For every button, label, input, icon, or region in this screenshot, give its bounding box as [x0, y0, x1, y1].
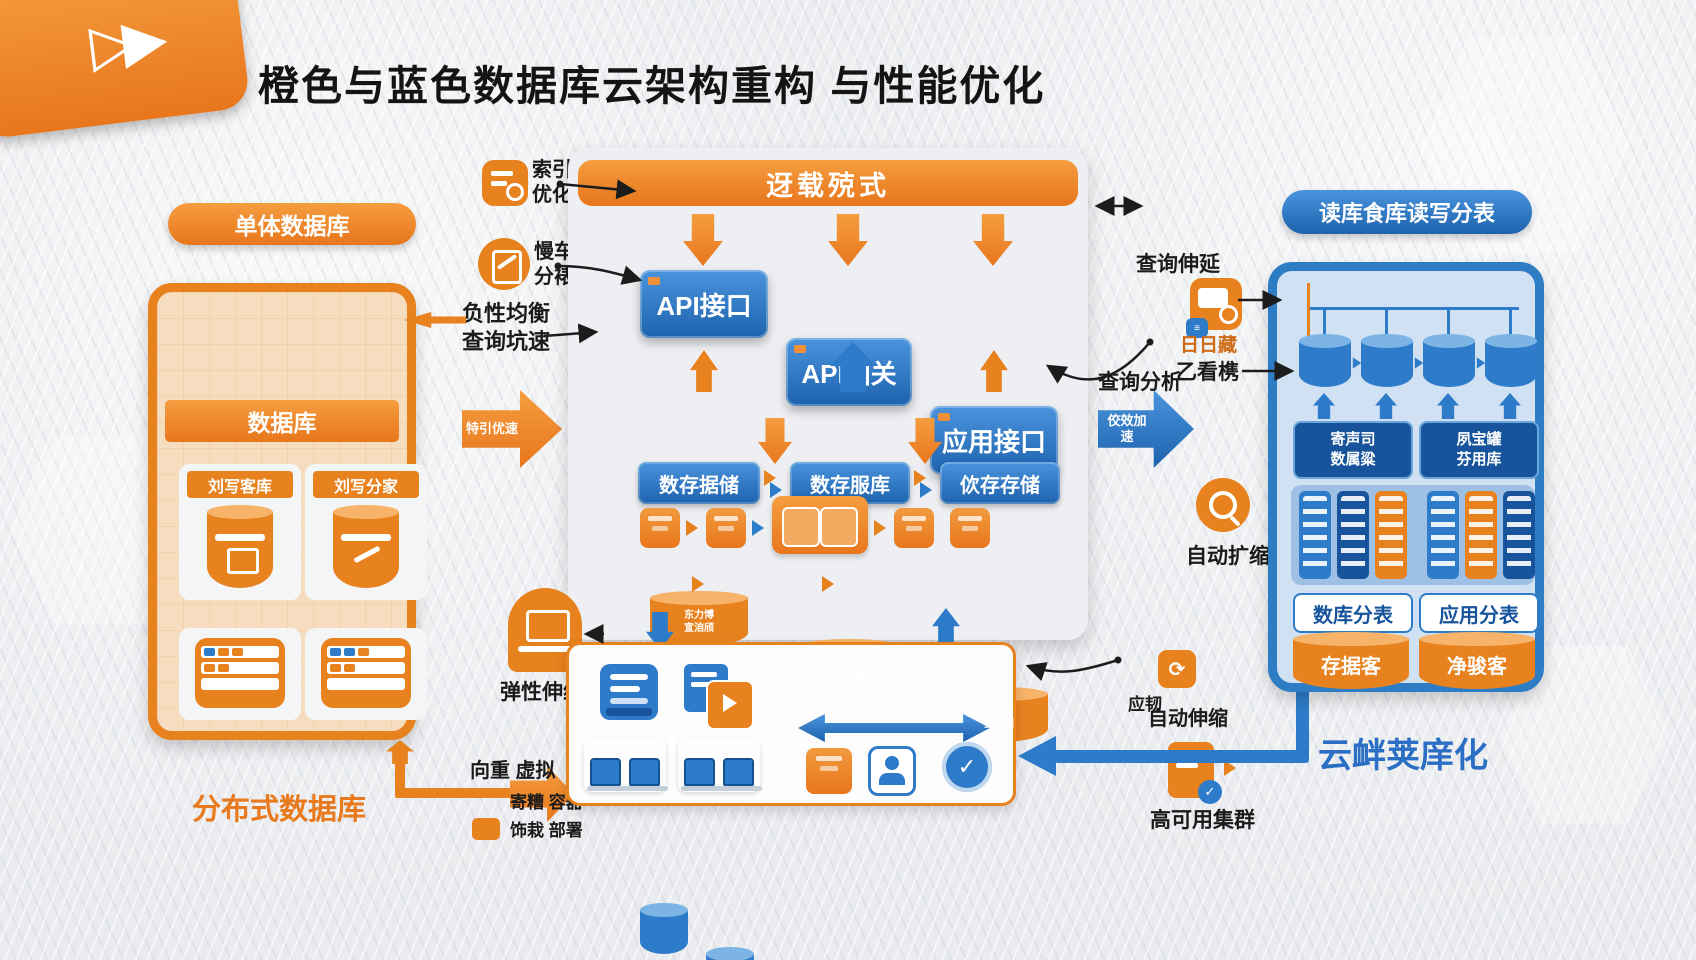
- rack-box-2: [305, 628, 427, 720]
- app-split-box: 应用分表: [1419, 593, 1539, 633]
- left-subpanel-1: 刘写客库: [179, 464, 301, 600]
- blue-elbow-line: [1296, 690, 1309, 758]
- cache-inspect-icon: ≡: [1186, 278, 1242, 338]
- cabinet-icon: [1503, 491, 1535, 579]
- read-db-cylinder: [1485, 334, 1537, 387]
- flow-arrow-label: 特引优速: [466, 420, 519, 436]
- virtual-label: 向重 虚拟: [470, 760, 556, 782]
- cards-front-icon: [706, 680, 754, 730]
- cache-garbled-line2: 乙看槜: [1176, 361, 1239, 384]
- mini-right-arrow: [822, 576, 834, 592]
- storage-cylinder-1: 存据客: [1293, 632, 1409, 689]
- elbow-line: [395, 760, 405, 796]
- index-optimize-icon: [482, 160, 528, 206]
- subpanel-2-label: 刘写分家: [313, 471, 419, 498]
- deploy-label: 饰栽 部署: [510, 821, 583, 840]
- ha-cluster-label: 高可用集群: [1150, 809, 1255, 832]
- slow-query-icon: [478, 238, 530, 290]
- read-write-split-panel: 寄声司数属粱 夙宝罐芬用库 数库分表 应用分表 存据客 净骏客: [1268, 262, 1544, 692]
- auto-stretch-label: 自动伸缩: [1148, 708, 1228, 730]
- read-db-cylinder: [1361, 334, 1413, 387]
- app-square-icon: [950, 508, 990, 548]
- mini-right-arrow: [686, 520, 698, 536]
- blue-elbow-line: [1054, 750, 1309, 763]
- app-square-icon: [640, 508, 680, 548]
- connector-line: [1307, 307, 1519, 310]
- check-badge-icon: ✓: [942, 742, 992, 792]
- left-subpanel-2: 刘写分家: [305, 464, 427, 600]
- right-section-pill: 读库食库读写分表: [1282, 190, 1532, 234]
- distributed-db-caption: 分布式数据库: [192, 794, 367, 826]
- app-cluster-icon: [772, 496, 868, 554]
- monitor-list-icon: [600, 664, 658, 720]
- auto-scale-icon: [1196, 478, 1250, 532]
- logo-arrows-icon: ▷▶: [86, 6, 159, 79]
- app-square-icon: [806, 748, 852, 794]
- read-db-cylinder: [1423, 334, 1475, 387]
- elbow-line: [395, 788, 515, 798]
- mini-right-arrow: [1224, 760, 1236, 776]
- cabinet-icon: [1337, 491, 1369, 579]
- shard-cylinder-icon: [706, 947, 754, 960]
- cabinet-icon: [1427, 491, 1459, 579]
- storage-box-1: 数存据储: [638, 462, 760, 504]
- subpanel-1-label: 刘写客库: [187, 471, 293, 498]
- cylinder-text: 宣洎颀: [684, 623, 714, 634]
- server-rack-icon: [321, 638, 411, 708]
- cloud-native-caption: 云衅荚庠化: [1318, 737, 1488, 775]
- left-section-pill: 单体数据库: [168, 203, 416, 245]
- database-cylinder-icon: [333, 505, 399, 588]
- container-label: 寄糟 容器: [510, 793, 583, 812]
- cylinder-text: 6布自: [986, 706, 1012, 717]
- cylinder-text: 个食四: [834, 658, 864, 669]
- blue-left-arrowhead: [1018, 736, 1056, 776]
- center-panel-header: 迓载殑式: [578, 160, 1078, 206]
- connector-line-orange: [1307, 283, 1310, 339]
- laptop-group: [678, 738, 762, 792]
- exchange-arrows-icon: [764, 470, 782, 498]
- refresh-badge-icon: ⟳: [1158, 650, 1196, 688]
- read-db-cylinder: [1299, 334, 1351, 387]
- elastic-scaling-label: 弹性伸缩: [500, 681, 584, 704]
- app-square-icon: [706, 508, 746, 548]
- cylinder-text: 东力博: [684, 610, 714, 621]
- monolithic-db-panel: 数据库 刘写客库 刘写分家: [148, 283, 427, 740]
- cabinet-icon: [1299, 491, 1331, 579]
- exchange-arrows-icon: [914, 470, 932, 498]
- query-speed-label: 查询坑速: [462, 329, 551, 354]
- cache-garbled-line1: 日日藏: [1180, 335, 1238, 356]
- node-box-1: 寄声司数属粱: [1293, 421, 1413, 479]
- page-title: 橙色与蓝色数据库云架构重构 与性能优化: [258, 63, 1046, 109]
- storage-box-3: 佽存存储: [940, 462, 1060, 504]
- laptop-group: [584, 738, 668, 792]
- mini-box-icon: [472, 818, 500, 840]
- query-extend-label: 查询伸延: [1136, 253, 1220, 276]
- mini-right-arrow: [752, 520, 764, 536]
- cylinder-text: 应亩颀: [834, 671, 864, 682]
- app-square-icon: [894, 508, 934, 548]
- server-rack-icon: [195, 638, 285, 708]
- db-split-box: 数库分表: [1293, 593, 1413, 633]
- user-search-icon: [868, 746, 916, 796]
- load-balance-label: 负性均衡: [462, 301, 551, 326]
- node-box-2: 夙宝罐芬用库: [1419, 421, 1539, 479]
- auto-scale-label: 自动扩缩: [1186, 545, 1270, 568]
- mini-right-arrow: [874, 520, 886, 536]
- query-analysis-label: 查询分析: [1098, 371, 1182, 394]
- api-box-1: API接口: [640, 270, 768, 338]
- db-band: 数据库: [165, 400, 399, 442]
- mini-right-arrow: [692, 576, 704, 592]
- rack-box-1: [179, 628, 301, 720]
- storage-cylinder-2: 净骏客: [1419, 632, 1535, 689]
- shard-cylinder-icon: [640, 903, 688, 954]
- cylinder-text: 宣重颀: [984, 719, 1014, 730]
- database-cylinder-icon: [207, 505, 273, 588]
- flow-arrow-label: 佼效加速: [1107, 412, 1147, 444]
- cabinet-icon: [1465, 491, 1497, 579]
- cabinet-icon: [1375, 491, 1407, 579]
- app-resilience-label: 应韧: [1128, 695, 1162, 714]
